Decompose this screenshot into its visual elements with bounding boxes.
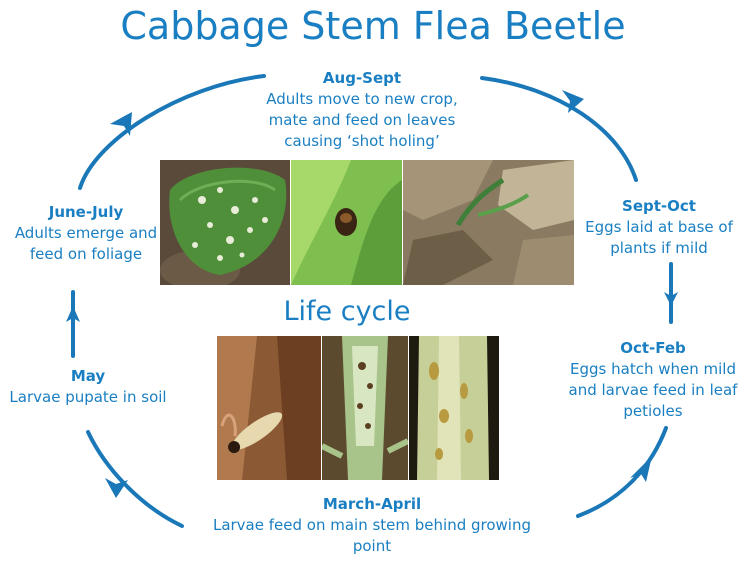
arc-bottom-right [576, 426, 668, 518]
larva-in-stem-photo [217, 336, 321, 480]
stage-desc-line: Adults move to new crop, [266, 90, 458, 108]
adult-beetle-on-leaf-photo [291, 160, 402, 285]
subtitle: Life cycle [283, 296, 411, 327]
shot-holed-leaf-photo [160, 160, 290, 285]
stage-label: May [70, 367, 106, 385]
arc-bottom [86, 430, 184, 528]
stage-desc-line: causing ‘shot holing’ [284, 132, 440, 150]
damaged-stem-photo [322, 336, 408, 480]
stage-desc-line: Adults emerge and [14, 224, 158, 242]
arrowhead-4 [105, 478, 128, 498]
arrowhead-3 [630, 456, 652, 482]
stage-may: May Larvae pupate in soil [0, 366, 176, 408]
arrowhead-2 [664, 292, 678, 306]
stage-june-july: June-July Adults emerge and feed on foli… [4, 202, 168, 265]
diagram-title: Cabbage Stem Flea Beetle [120, 4, 626, 48]
stage-sept-oct: Sept-Oct Eggs laid at base of plants if … [574, 196, 744, 259]
stage-desc-line: point [352, 537, 392, 555]
stage-desc-line: mate and feed on leaves [268, 111, 456, 129]
stage-label: June-July [48, 203, 124, 221]
stage-desc-line: Eggs hatch when mild [570, 360, 736, 378]
stage-desc-line: Larvae feed on main stem behind growing [212, 516, 532, 534]
arrowhead-6 [110, 112, 132, 136]
stage-oct-feb: Oct-Feb Eggs hatch when mild and larvae … [560, 338, 746, 422]
stage-desc-line: Larvae pupate in soil [9, 388, 167, 406]
stage-label: March-April [322, 495, 422, 513]
stage-label: Oct-Feb [620, 339, 686, 357]
arc-top-left [78, 74, 266, 190]
seedling-in-soil-photo [403, 160, 574, 285]
stage-desc-line: feed on foliage [29, 245, 143, 263]
stage-desc-line: and larvae feed in leaf [568, 381, 738, 399]
stage-desc-line: Eggs laid at base of [585, 218, 733, 236]
arrowhead-1 [562, 90, 584, 113]
stage-label: Aug-Sept [322, 69, 402, 87]
larval-tunnels-stem-photo [409, 336, 499, 480]
stage-label: Sept-Oct [622, 197, 696, 215]
stage-desc-line: petioles [623, 402, 683, 420]
stage-aug-sept: Aug-Sept Adults move to new crop, mate a… [232, 68, 492, 152]
stage-desc-line: plants if mild [610, 239, 708, 257]
arrowhead-5 [66, 306, 80, 322]
arc-top-right [480, 76, 638, 182]
stage-march-april: March-April Larvae feed on main stem beh… [196, 494, 548, 557]
